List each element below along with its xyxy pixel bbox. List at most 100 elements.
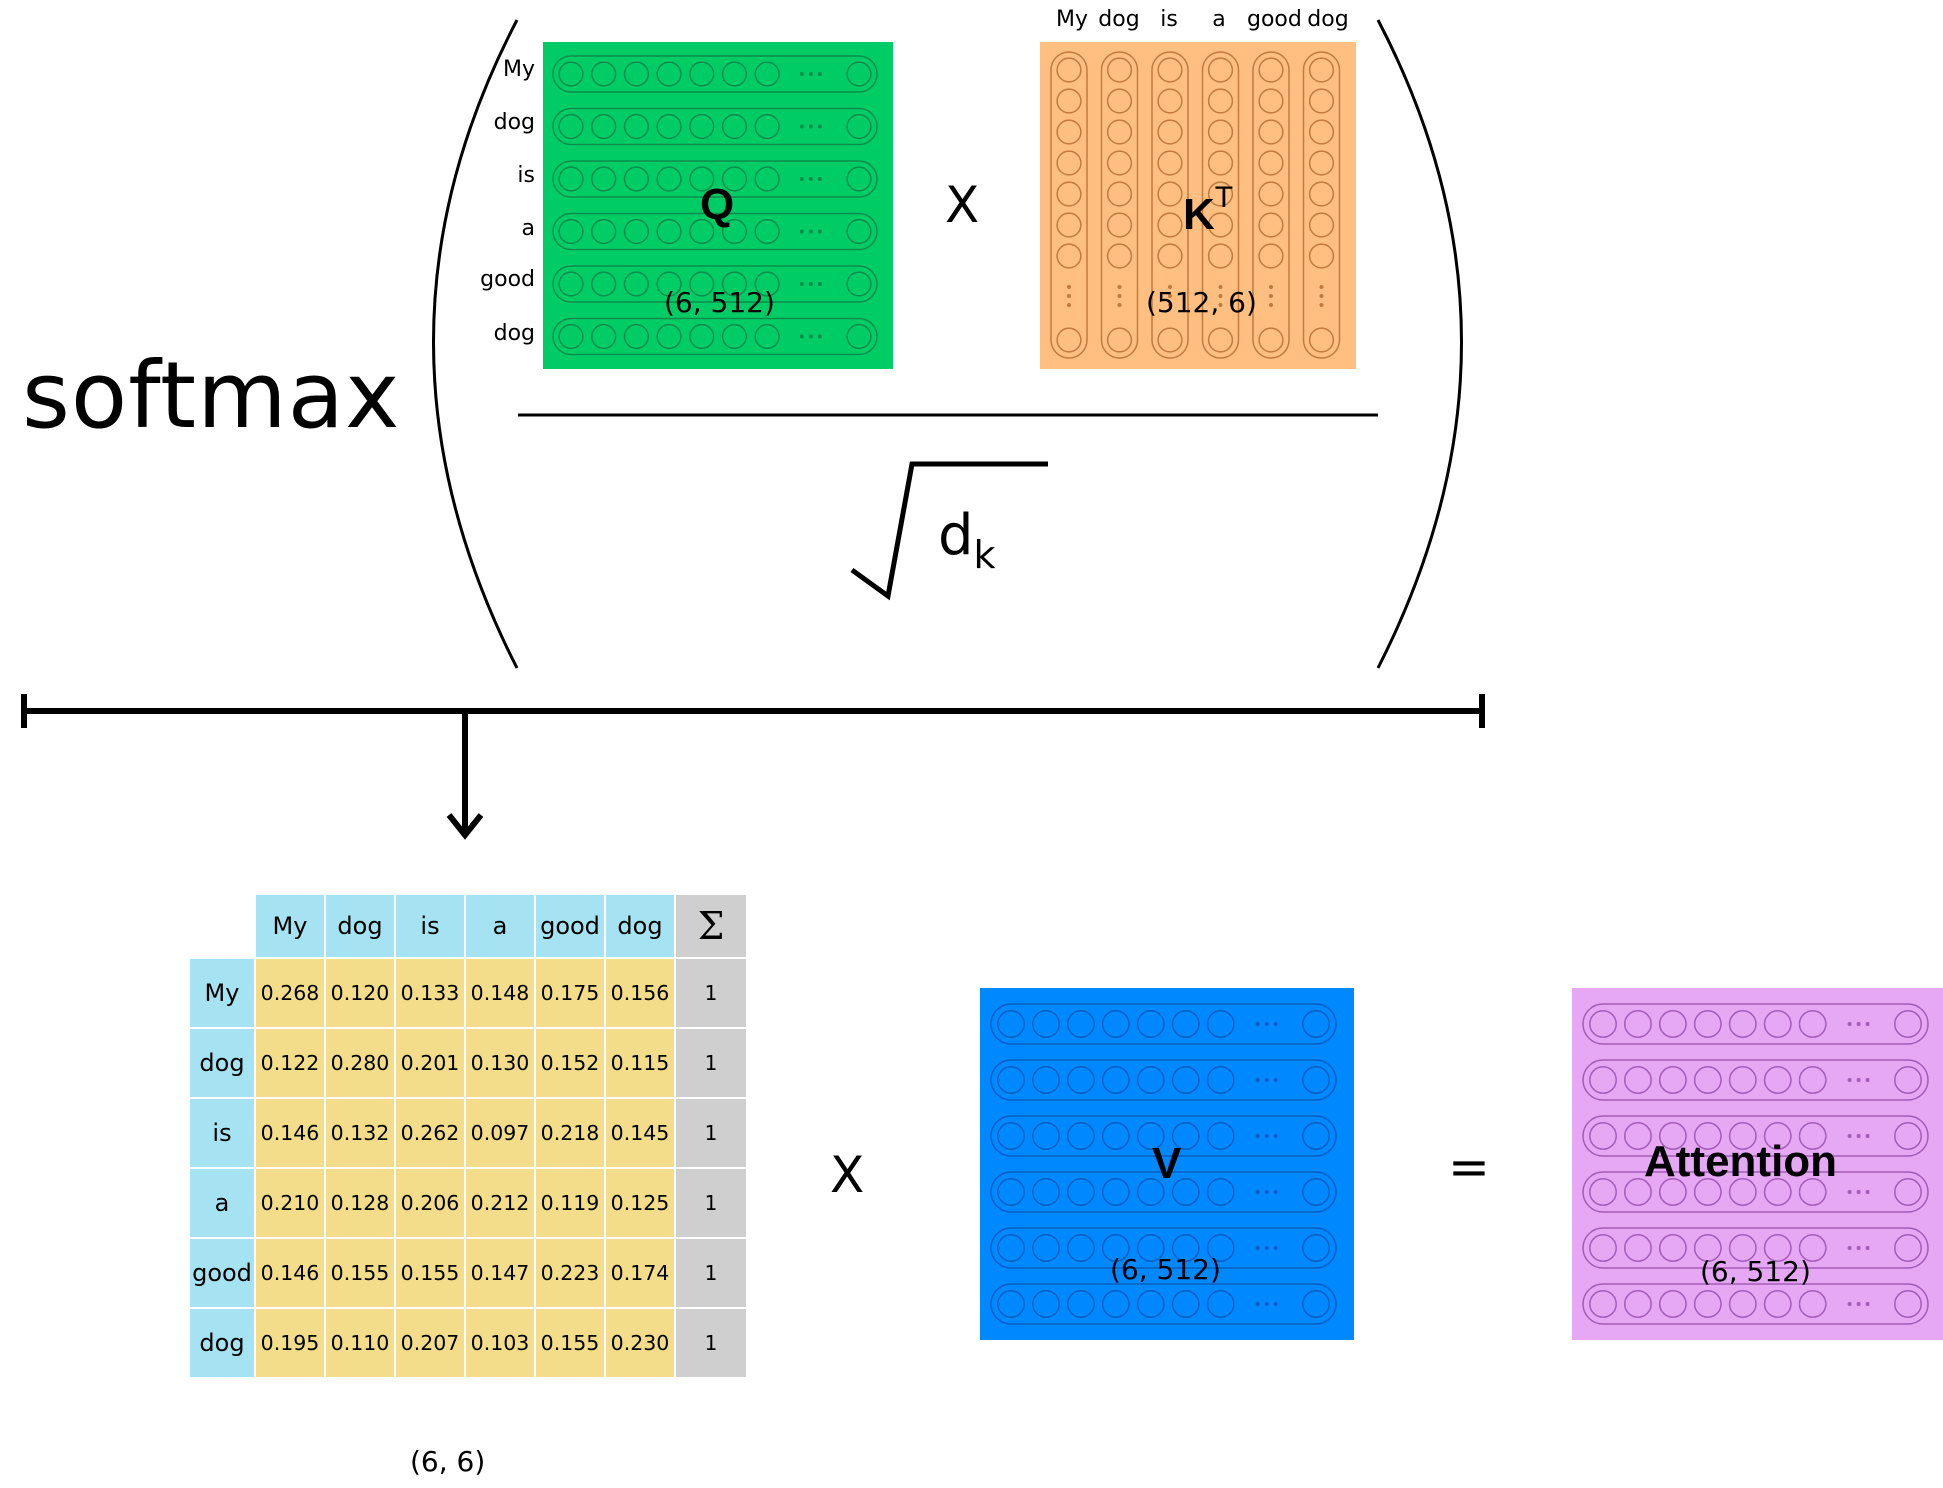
attention-vector-cell [1658,1290,1687,1318]
attention-vector-cell [1693,1066,1722,1094]
attention-vector-cell [1589,1122,1617,1150]
multiply-symbol: X [945,176,980,234]
v-vector-cell [997,1066,1025,1094]
sum-cell: 1 [674,1097,748,1169]
v-ellipsis-dot [1273,1302,1278,1306]
q-row-label: dog [493,110,535,135]
v-vector-cell [1136,1066,1165,1094]
q-vector-cell [656,323,682,350]
v-ellipsis-dot [1273,1246,1278,1250]
k-vector-col [1252,51,1290,359]
score-cell: 0.212 [464,1167,536,1239]
attention-vector-cell [1658,1234,1687,1262]
attention-ellipsis-dot [1865,1078,1870,1082]
attention-vector-cell [1623,1178,1652,1206]
table-row: good 0.146 0.155 0.155 0.147 0.223 0.174… [188,1237,748,1309]
q-vector-cell [558,218,584,245]
k-vector-cell [1106,57,1133,83]
attention-matrix-label: Attention [1644,1137,1838,1186]
v-ellipsis-dot [1264,1078,1269,1082]
k-vector-cell [1207,57,1234,83]
k-ellipsis-dot [1269,285,1273,289]
table-corner [189,894,255,958]
attention-vector-cell [1763,1010,1792,1038]
attention-vector-cell [1798,1178,1827,1206]
attention-vector-cell [1728,1066,1757,1094]
q-vector-cell [591,61,617,87]
attention-vector-cell [1798,1122,1827,1150]
k-vector-cell [1207,327,1234,353]
col-header: a [464,893,536,959]
v-vector-cell [997,1178,1025,1206]
sum-cell: 1 [674,1307,748,1379]
sum-cell: 1 [674,1167,748,1239]
v-vector-row [990,1283,1337,1325]
attention-vector-cell [1693,1010,1722,1038]
right-parenthesis [1376,19,1463,669]
score-cell: 0.195 [254,1307,326,1379]
k-vector-cell [1157,181,1183,207]
scale-subscript: k [973,533,996,577]
q-vector-cell [689,218,715,245]
col-header: good [534,893,606,959]
score-cell: 0.097 [464,1097,536,1169]
attention-vector-cell [1763,1234,1792,1262]
k-vector-cell [1207,150,1234,176]
v-vector-cell [1302,1010,1330,1038]
table-row: is 0.146 0.132 0.262 0.097 0.218 0.145 1 [188,1097,748,1169]
v-vector-cell [1101,1178,1130,1206]
k-ellipsis-dot [1269,303,1273,307]
v-vector-cell [1031,1234,1060,1262]
q-vector-cell [623,218,650,245]
v-vector-cell [1206,1290,1235,1318]
k-col-label: a [1212,7,1226,32]
v-ellipsis-dot [1255,1078,1260,1082]
attention-vector-cell [1763,1178,1792,1206]
q-vector-cell [689,61,715,87]
v-vector-cell [1066,1290,1095,1318]
scores-table-dims: (6, 6) [410,1445,486,1478]
attention-matrix-rows [1582,1003,1929,1325]
score-cell: 0.148 [464,957,536,1029]
k-vector-cell [1157,212,1183,238]
attention-vector-cell [1623,1066,1652,1094]
attention-vector-cell [1728,1290,1757,1318]
down-arrow-head [446,813,484,840]
row-header: dog [188,1027,256,1099]
v-matrix-dims: (6, 512) [1110,1253,1221,1286]
k-vector-cell [1157,150,1183,176]
attention-ellipsis-dot [1847,1078,1852,1082]
k-matrix-label: KT [1183,183,1233,237]
q-vector-cell [656,61,682,87]
k-matrix-dims: (512, 6) [1146,286,1257,319]
q-row-label: a [521,216,535,241]
score-cell: 0.128 [324,1167,396,1239]
q-vector-cell [623,113,650,140]
k-vector-cell [1157,57,1183,83]
attention-matrix-dims: (6, 512) [1700,1255,1811,1288]
q-ellipsis-dot [808,124,813,129]
attention-ellipsis-dot [1865,1246,1870,1250]
q-vector-cell [623,166,650,192]
v-vector-cell [997,1122,1025,1150]
k-col-label: dog [1307,7,1349,32]
attention-vector-cell [1728,1122,1757,1150]
v-vector-cell [1206,1178,1235,1206]
q-vector-cell [754,61,780,87]
k-ellipsis-dot [1319,303,1324,307]
v-vector-cell [1136,1234,1165,1262]
score-cell: 0.119 [534,1167,606,1239]
v-vector-cell [1171,1010,1200,1038]
q-vector-row [552,212,878,251]
attention-vector-row [1582,1003,1929,1045]
scale-factor: dk [938,508,996,577]
q-ellipsis-dot [808,177,813,181]
multiply-symbol-2: X [830,1146,865,1204]
v-matrix-box [980,988,1354,1340]
q-vector-cell [623,323,650,350]
col-header: dog [324,893,396,959]
table-row: a 0.210 0.128 0.206 0.212 0.119 0.125 1 [188,1167,748,1239]
score-cell: 0.230 [604,1307,676,1379]
row-header: is [188,1097,256,1169]
k-matrix-columns [1050,51,1341,359]
